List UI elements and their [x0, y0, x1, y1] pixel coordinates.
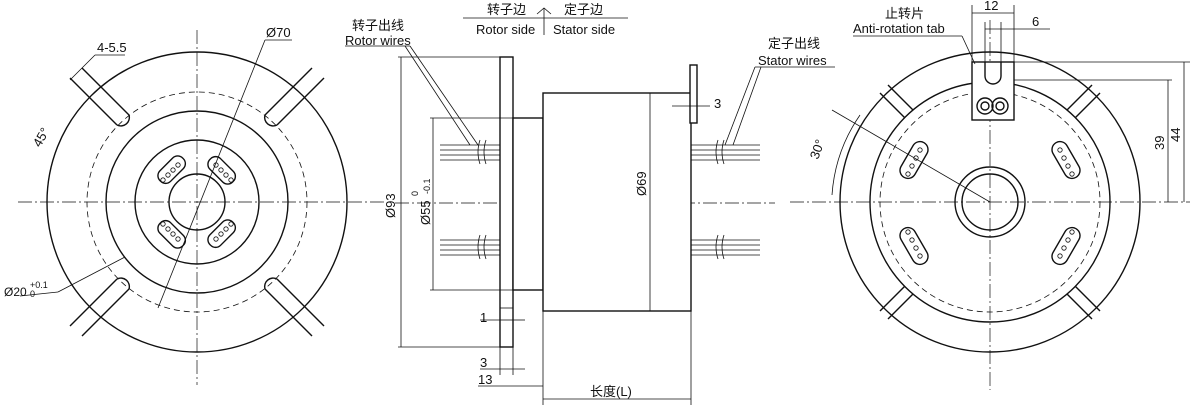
left-bolt-circle: [86, 91, 308, 313]
left-view: 4-5.5 Ø70 45° Ø20 +0.1 0: [4, 25, 385, 385]
left-inner-ring: [134, 139, 260, 265]
right-brush-blocks: [899, 140, 1081, 266]
tab-en: Anti-rotation tab: [853, 21, 945, 36]
side-view: 转子边 定子边 Rotor side Stator side: [345, 2, 835, 405]
dim-55: Ø55: [418, 200, 433, 225]
tab-cn: 止转片: [885, 6, 924, 21]
side-flange: [499, 56, 514, 348]
dim-3-top: 3: [714, 96, 721, 111]
rotor-side-cn: 转子边: [487, 2, 526, 17]
stator-tab: [689, 64, 698, 124]
dim-55-tol-upper: 0: [410, 191, 420, 196]
rotor-side-en: Rotor side: [476, 22, 535, 37]
stator-wires-cn: 定子出线: [768, 36, 820, 51]
left-od-label: Ø70: [266, 25, 291, 40]
right-bolt-circle: [879, 91, 1101, 313]
dim-39: 39: [1152, 136, 1167, 150]
right-bore-outer: [954, 166, 1026, 238]
dim-1: 1: [480, 310, 487, 325]
left-bore-label: Ø20: [4, 285, 27, 299]
left-bore: [168, 173, 226, 231]
left-dimension-leaders: [19, 39, 292, 309]
dim-12: 12: [984, 0, 998, 13]
left-bore-tol-upper: +0.1: [30, 280, 48, 290]
dim-55-tol-lower: -0.1: [422, 178, 432, 194]
side-body: [542, 92, 692, 312]
rotor-wires-en: Rotor wires: [345, 33, 411, 48]
dim-3-bottom: 3: [480, 355, 487, 370]
left-bore-tol-lower: 0: [30, 289, 35, 299]
stator-side-en: Stator side: [553, 22, 615, 37]
right-view: 止转片 Anti-rotation tab 12 6 39 44 30°: [790, 0, 1190, 390]
dim-13: 13: [478, 372, 492, 387]
stator-wires-en: Stator wires: [758, 53, 827, 68]
stator-side-cn: 定子边: [564, 2, 603, 17]
dim-93: Ø93: [383, 193, 398, 218]
left-hole-label: 4-5.5: [97, 40, 127, 55]
dim-44: 44: [1168, 128, 1183, 142]
anti-rotation-tab: [971, 61, 1015, 121]
right-bore-inner: [961, 173, 1019, 231]
left-angle-label: 45°: [30, 125, 53, 150]
stator-wire-bundles: [691, 139, 760, 260]
rotor-wires-cn: 转子出线: [352, 18, 404, 33]
length-label: 长度(L): [590, 384, 632, 399]
dim-69: Ø69: [634, 171, 649, 196]
right-angle-label: 30°: [807, 137, 828, 161]
dim-6: 6: [1032, 14, 1039, 29]
side-neck: [512, 117, 544, 291]
rotor-wire-bundles: [440, 139, 500, 260]
